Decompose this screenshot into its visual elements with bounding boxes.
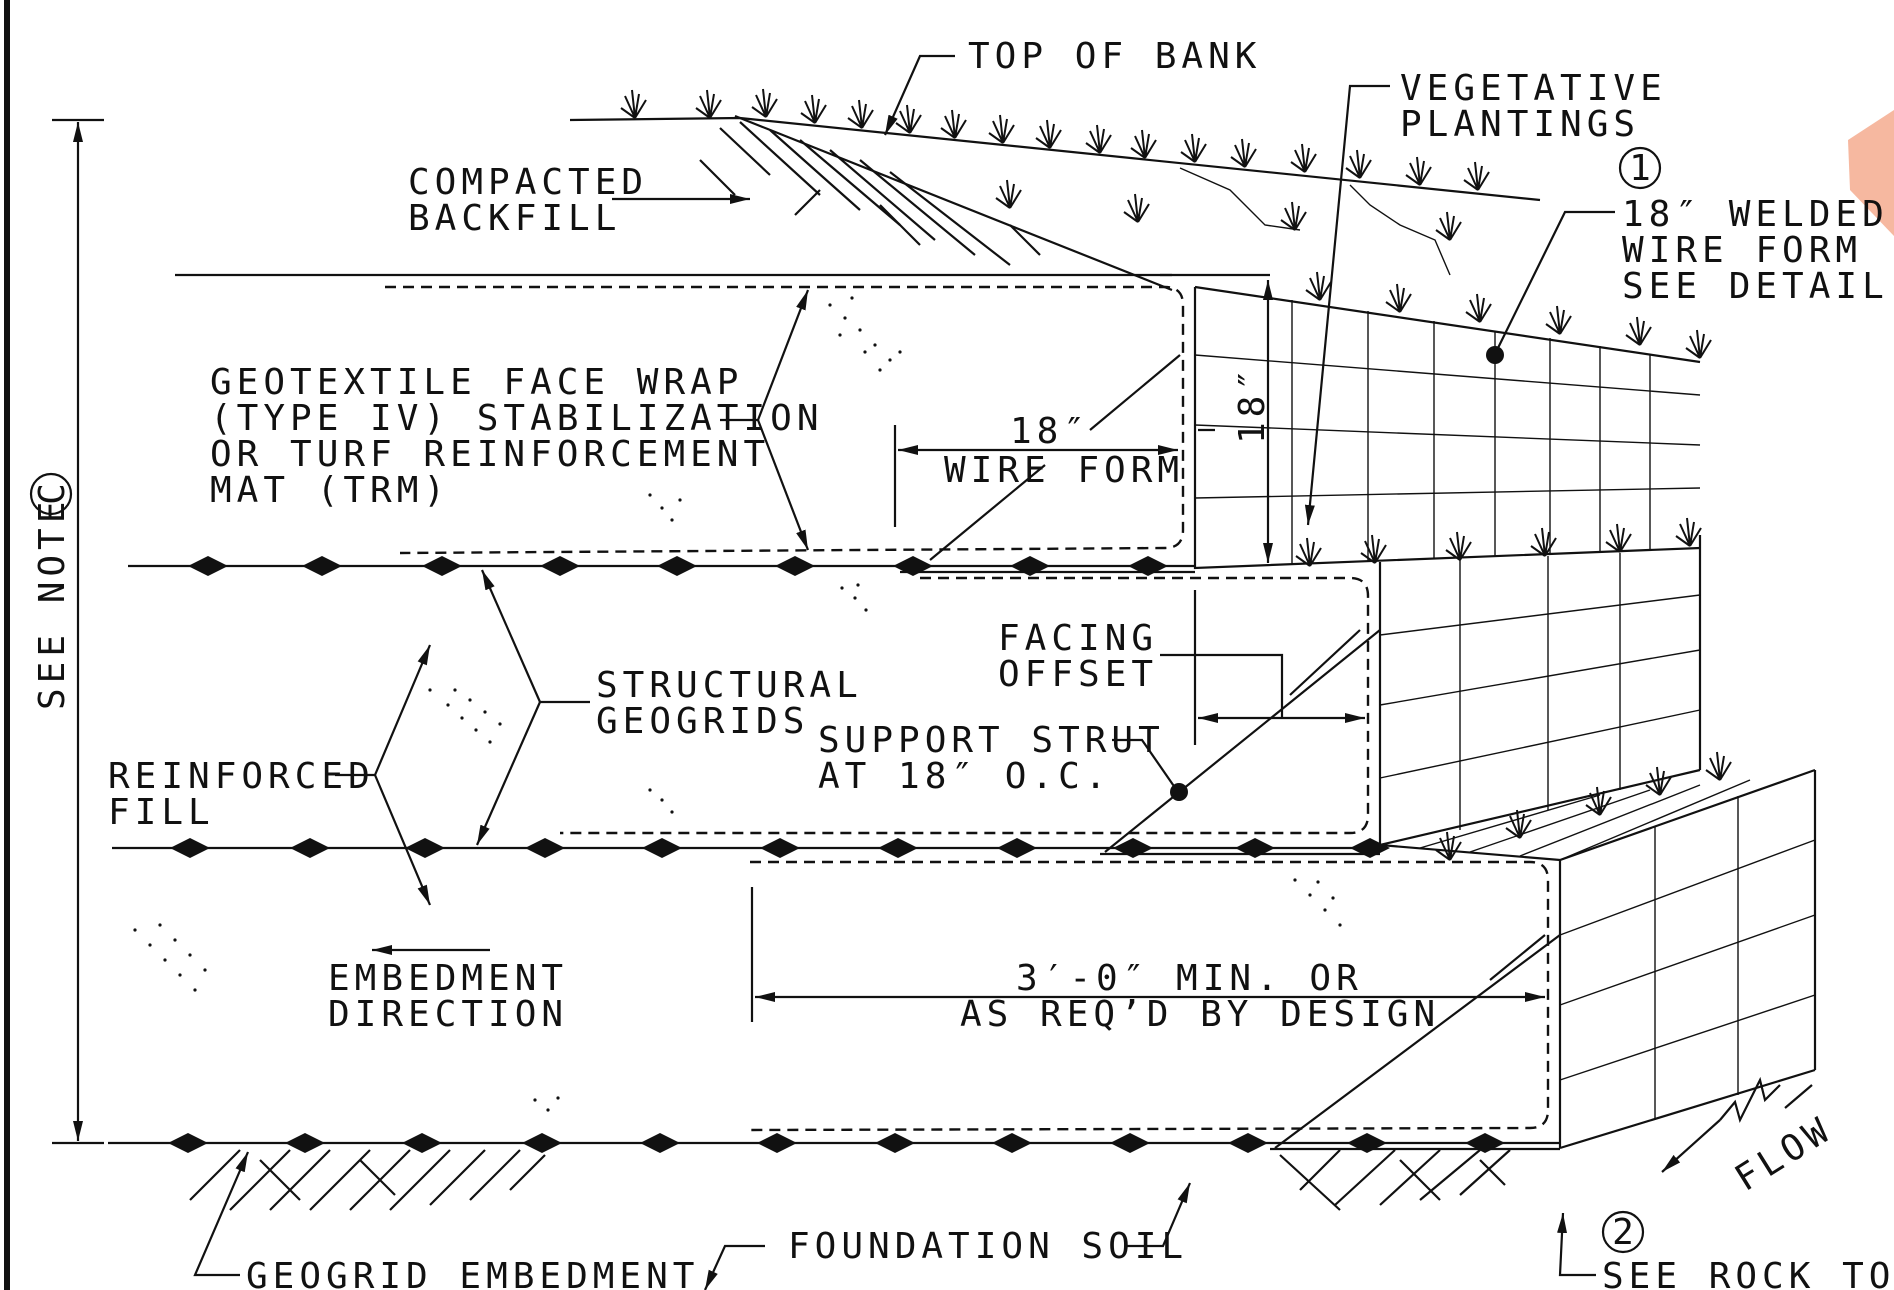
min-length-label-line-2: AS REQ’D BY DESIGN	[960, 994, 1440, 1035]
upper-wire-form	[1160, 273, 1701, 570]
callout-2-number: 2	[1612, 1212, 1634, 1253]
welded-wire-form-label-line-1: 18″ WELDED	[1622, 194, 1889, 235]
upper-geotextile-wrap	[385, 285, 1185, 555]
vegetative-plantings-label-line-2: PLANTINGS	[1400, 104, 1640, 145]
see-note-label: SEE NOTE	[32, 497, 73, 710]
wire-form-width-value: 18″	[1010, 411, 1090, 452]
facing-offset-label-line-2: OFFSET	[998, 654, 1158, 695]
structural-geogrids-label-line-2: GEOGRIDS	[596, 701, 809, 742]
lower-geogrid	[108, 1133, 1560, 1153]
note-c-letter: C	[32, 483, 73, 505]
top-of-bank-ground	[175, 114, 1541, 292]
geotextile-label-line-2: (TYPE IV) STABILIZATION	[210, 398, 824, 439]
upper-tier-vegetation	[1295, 271, 1712, 567]
wire-form-width-label: WIRE FORM	[944, 450, 1184, 491]
foundation-soil-hatch	[189, 1149, 1511, 1211]
facing-offset-dimension	[1160, 590, 1365, 745]
flow-arrow-symbol	[1661, 1076, 1813, 1173]
support-strut-label-line-1: SUPPORT STRUT	[818, 720, 1165, 761]
embedment-direction-label-line-2: DIRECTION	[328, 994, 568, 1035]
corner-marker-shape	[1848, 110, 1894, 236]
overall-height-dimension	[52, 118, 104, 1145]
see-rock-toe-label: SEE ROCK TOE	[1602, 1256, 1894, 1290]
wire-form-width-dimension	[893, 354, 1181, 561]
leader-lines	[193, 54, 1615, 1290]
wire-form-height-value: 18″	[1232, 364, 1273, 444]
geogrid-embedment-label: GEOGRID EMBEDMENT	[246, 1256, 699, 1290]
flow-label: FLOW	[1728, 1108, 1840, 1199]
geotextile-label-line-3: OR TURF REINFORCEMENT	[210, 434, 770, 475]
compacted-backfill-hatch	[699, 121, 1041, 266]
upper-geogrid	[128, 556, 1195, 576]
bank-vegetation	[620, 88, 1490, 241]
structural-geogrids-label-line-1: STRUCTURAL	[596, 665, 863, 706]
note-c-circle	[29, 472, 73, 516]
callout-2-circle	[1601, 1210, 1645, 1254]
top-of-bank-label: TOP OF BANK	[968, 36, 1261, 77]
compacted-backfill-label-line-1: COMPACTED	[408, 162, 648, 203]
geotextile-label-line-4: MAT (TRM)	[210, 470, 450, 511]
reinforced-fill-label-line-2: FILL	[108, 792, 215, 833]
compacted-backfill-label-line-2: BACKFILL	[408, 198, 621, 239]
vegetative-plantings-label-line-1: VEGETATIVE	[1400, 68, 1667, 109]
welded-wire-form-label-line-3: SEE DETAIL	[1622, 266, 1889, 307]
fill-stippling	[133, 296, 1342, 1112]
geotextile-label-line-1: GEOTEXTILE FACE WRAP	[210, 362, 743, 403]
min-length-label-line-1: 3′-0″ MIN. OR	[1016, 958, 1363, 999]
support-strut-label-line-2: AT 18″ O.C.	[818, 756, 1111, 797]
see-note-label-group: SEE NOTE C	[29, 472, 73, 710]
middle-geogrid	[112, 838, 1390, 858]
foundation-soil-label: FOUNDATION SOIL	[788, 1226, 1188, 1267]
lower-wire-form	[1274, 768, 1817, 1150]
min-length-dimension	[750, 887, 1545, 1022]
callout-1-circle	[1618, 146, 1662, 190]
middle-wire-form	[1104, 535, 1702, 853]
welded-wire-form-label-line-2: WIRE FORM -	[1622, 230, 1894, 271]
middle-geotextile-wrap	[560, 576, 1370, 835]
lower-geotextile-wrap	[749, 860, 1550, 1132]
facing-offset-label-line-1: FACING	[998, 618, 1158, 659]
embedment-direction-label-line-1: EMBEDMENT	[328, 958, 568, 999]
reinforced-fill-label-line-1: REINFORCED	[108, 756, 375, 797]
callout-1-number: 1	[1629, 148, 1651, 189]
